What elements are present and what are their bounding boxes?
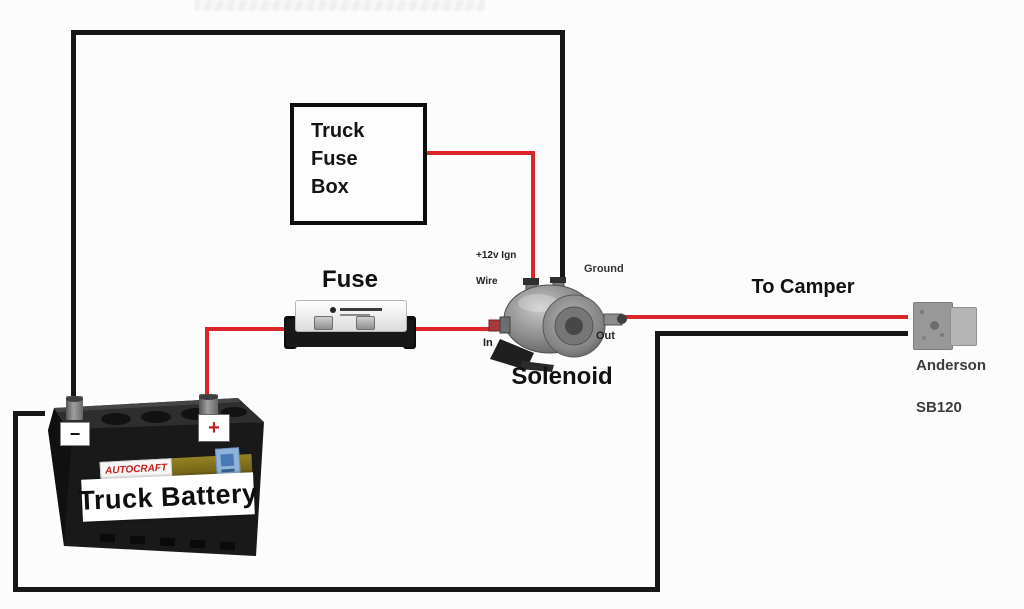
fuse-terminal-right	[356, 316, 375, 330]
wire-fusebox-to-ign-horizontal	[410, 151, 535, 155]
solenoid-label: Solenoid	[511, 363, 613, 390]
anderson-detail-dot	[940, 333, 944, 337]
solenoid-ign-label: +12v Ign Wire	[476, 249, 516, 288]
truck-fuse-box-label-line1: Truck	[311, 120, 365, 142]
solenoid-in-label: In	[483, 337, 493, 349]
wire-battery-negative-stub	[13, 411, 45, 416]
truck-fuse-box-label-line3: Box	[311, 176, 349, 198]
truck-fuse-box: Truck Fuse Box	[290, 103, 427, 225]
battery-negative-post	[66, 396, 83, 420]
wire-solenoid-out-to-camper	[612, 315, 908, 319]
anderson-connector	[913, 300, 977, 350]
wire-camper-ground-horizontal	[655, 331, 908, 336]
fuse-brand-text-smudge	[340, 308, 382, 311]
battery-positive-post	[199, 394, 218, 420]
solenoid-illustration	[488, 277, 627, 372]
anderson-label-line1: Anderson	[916, 357, 987, 374]
battery-plus-marker: +	[198, 414, 230, 442]
solenoid-ground-label: Ground	[584, 263, 624, 275]
wire-bottom-ground-horizontal	[13, 587, 660, 592]
anderson-label-line2: SB120	[916, 399, 962, 416]
fuse-holder	[284, 299, 416, 351]
wire-camper-ground-vertical	[655, 331, 660, 590]
ign-line2: Wire	[476, 276, 498, 287]
wire-bottom-left-vertical	[13, 411, 18, 592]
wire-ground-left-vertical	[71, 30, 76, 398]
wire-battery-positive-vertical	[205, 327, 209, 403]
cropped-watermark	[195, 0, 485, 11]
battery-minus-marker: −	[60, 422, 90, 446]
truck-battery: − + AUTOCRAFT Truck Battery	[38, 386, 273, 561]
anderson-detail-dot	[922, 336, 926, 340]
anderson-label: Anderson SB120	[916, 355, 986, 418]
wire-ground-top-horizontal	[71, 30, 565, 35]
anderson-contact-hole	[930, 321, 939, 330]
fuse-brand-text-smudge2	[340, 314, 370, 316]
anderson-detail-dot	[920, 310, 924, 314]
wire-battery-to-fuse-horizontal	[205, 327, 290, 331]
truck-fuse-box-label-line2: Fuse	[311, 148, 358, 170]
solenoid-out-label: Out	[596, 330, 615, 342]
fuse-terminal-left	[314, 316, 333, 330]
battery-label: Truck Battery	[78, 472, 258, 522]
to-camper-label: To Camper	[751, 276, 855, 298]
fuse-brand-mark	[330, 307, 336, 313]
solenoid-device	[488, 277, 633, 372]
wire-fuse-to-solenoid-horizontal	[412, 327, 496, 331]
anderson-housing-right	[950, 307, 977, 346]
fuse-clear-cover	[295, 300, 407, 332]
wire-ground-to-solenoid-vertical	[560, 30, 565, 283]
wire-ign-vertical	[531, 151, 535, 280]
ign-line1: +12v Ign	[476, 250, 517, 261]
fuse-label: Fuse	[321, 266, 378, 293]
